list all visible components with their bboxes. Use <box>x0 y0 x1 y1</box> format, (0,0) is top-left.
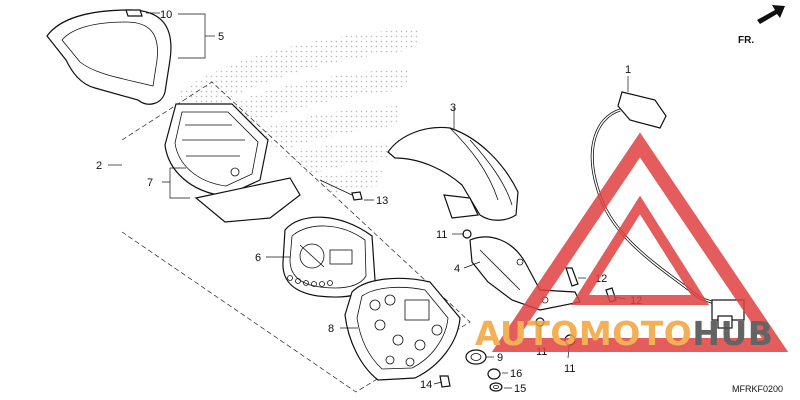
screw-part-upper <box>565 267 579 287</box>
direction-label: FR. <box>738 35 754 46</box>
meter-face-part <box>282 216 376 298</box>
callout-10: 10 <box>160 9 172 21</box>
callout-11-upper: 11 <box>436 229 447 241</box>
automotohub-watermark: AUTOMOTOHUB <box>475 132 789 353</box>
bracket-part <box>469 236 581 311</box>
callout-4: 4 <box>454 263 460 275</box>
callout-16: 16 <box>510 368 522 380</box>
callout-7: 7 <box>147 177 153 189</box>
front-direction-arrow-icon: FR. <box>738 5 785 46</box>
callout-11-lower-right: 11 <box>564 363 575 375</box>
honda-wing-watermark <box>175 28 420 194</box>
leader-lines <box>108 12 629 389</box>
callout-9: 9 <box>497 352 503 364</box>
callout-3: 3 <box>450 102 456 114</box>
upper-cover-part <box>387 126 519 221</box>
meter-case-part <box>344 277 461 381</box>
callout-8: 8 <box>328 323 334 335</box>
callout-15: 15 <box>514 383 526 395</box>
diagram-code: MFRKF0200 <box>732 384 783 394</box>
collar-part <box>487 368 501 380</box>
callout-6: 6 <box>255 252 261 264</box>
watermark-text: AUTOMOTOHUB <box>475 314 773 353</box>
washer-part <box>489 382 503 392</box>
assembly-outline <box>121 81 471 393</box>
nut-part-upper <box>462 229 472 239</box>
warning-triangle-icon <box>491 132 789 352</box>
callout-14: 14 <box>420 379 432 391</box>
callout-1: 1 <box>625 64 631 76</box>
wire-harness-part <box>590 91 745 329</box>
callout-5: 5 <box>218 31 224 43</box>
meter-lens-part <box>164 103 269 197</box>
visor-frame-part <box>46 9 172 105</box>
callout-13: 13 <box>376 195 388 207</box>
screw-part-13 <box>351 191 363 201</box>
callout-2: 2 <box>96 160 102 172</box>
lower-housing-part <box>194 177 301 223</box>
screw-part-14 <box>439 375 451 388</box>
